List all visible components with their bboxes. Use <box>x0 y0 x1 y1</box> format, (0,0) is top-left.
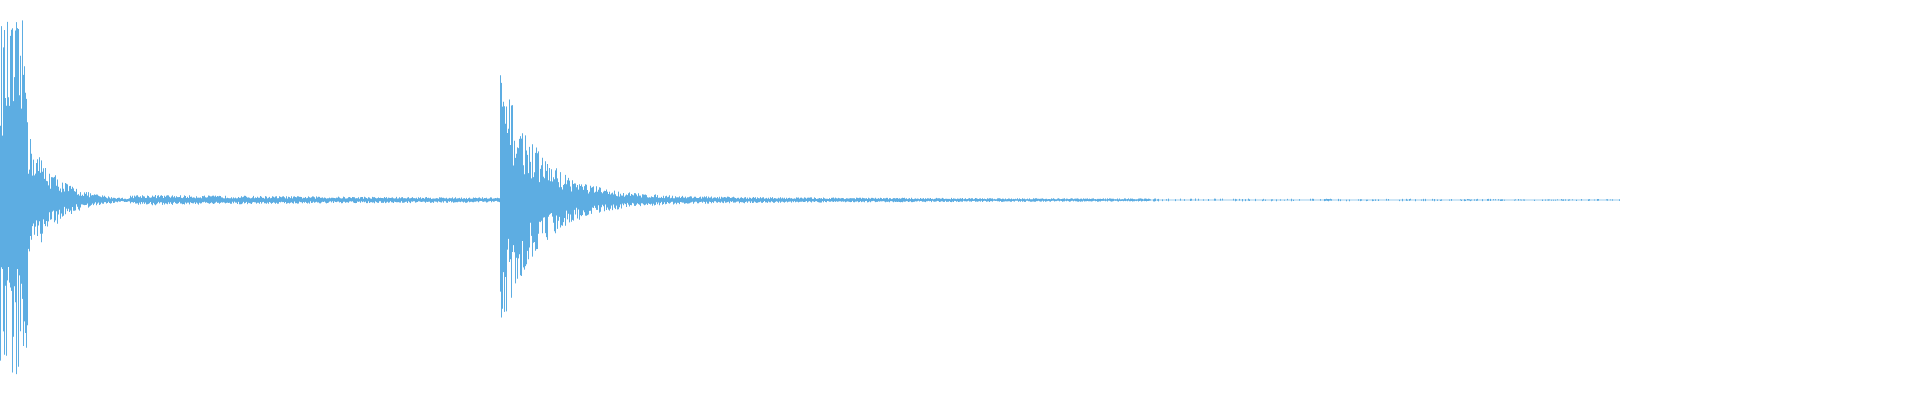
waveform-signal <box>0 20 1620 375</box>
